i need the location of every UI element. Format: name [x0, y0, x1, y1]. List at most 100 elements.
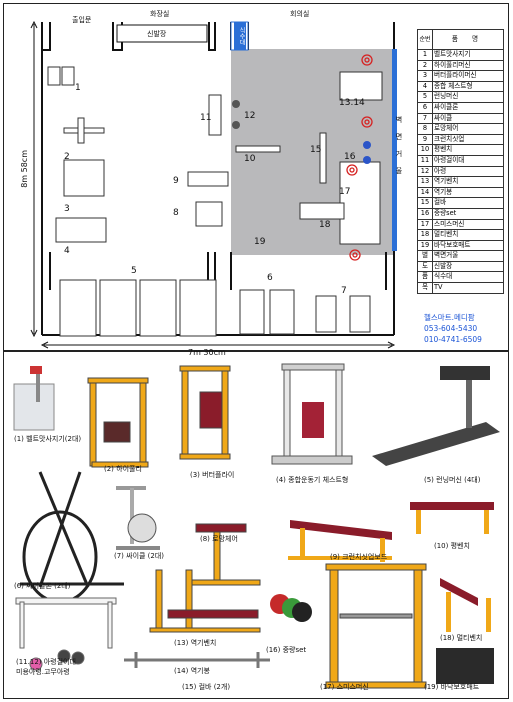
- equipment-catalog-illustrations: [13, 363, 500, 689]
- restroom-label: 화장실: [150, 10, 170, 18]
- legend-row-number: 품: [417, 271, 433, 284]
- water-dispenser-label: 식수대: [234, 22, 246, 50]
- caption-crunch-board: (9) 크런치싯업보드: [330, 553, 388, 561]
- legend-row-number: 7: [417, 112, 433, 125]
- legend-header-no: 순번: [417, 29, 433, 50]
- plan-num-10: 10: [244, 154, 256, 164]
- caption-treadmill: (5) 런닝머신 (4대): [424, 476, 481, 484]
- multi-bench-illustration: [440, 578, 491, 632]
- shoe-rack-label: 신발장: [147, 30, 167, 38]
- plan-num-1: 1: [75, 83, 81, 93]
- caption-dumbbells: 미용아령.고무아령: [16, 668, 70, 676]
- plan-num-17: 17: [339, 187, 351, 197]
- caption-dumbbell-rack: (11.12) 아령걸이대: [16, 658, 76, 666]
- belt-massager-illustration: [13, 366, 55, 431]
- width-dimension-label: 7m 30cm: [188, 348, 226, 357]
- legend-row-item: 싸이클: [432, 112, 504, 125]
- legend-row-item: 크런치싯업: [432, 133, 504, 146]
- plan-num-7: 7: [341, 286, 347, 296]
- legend-row-item: 아령걸이대: [432, 154, 504, 167]
- legend-row-item: 하이풀리머신: [432, 59, 504, 72]
- floor-mat-illustration: [436, 648, 494, 684]
- legend-row-number: 별: [417, 250, 433, 262]
- meeting-room-label: 회의실: [290, 10, 310, 18]
- phone-1: 053-604-5430: [424, 324, 478, 333]
- weight-bench-illustration: [149, 569, 261, 633]
- high-pulley-illustration: [87, 377, 149, 468]
- legend-row-number: 도: [417, 260, 433, 273]
- legend-row-number: 2: [417, 59, 433, 72]
- caption-chest-station: (4) 종합운동기 체스트형: [276, 476, 349, 484]
- caption-flat-bench: (10) 평벤치: [434, 542, 470, 550]
- legend-row-number: 15: [417, 197, 433, 209]
- plan-num-4: 4: [64, 246, 70, 256]
- legend-row-item: 싸이클론: [432, 101, 504, 114]
- plan-num-9: 9: [173, 176, 179, 186]
- barbell-illustration: [124, 652, 270, 668]
- legend-row-item: 벽면거울: [432, 250, 504, 262]
- legend-row-number: 16: [417, 207, 433, 220]
- cycle-illustration: [116, 486, 160, 550]
- legend-row-number: 11: [417, 154, 433, 167]
- dumbbell-rack-illustration: [15, 597, 117, 671]
- legend-row-item: 신발장: [432, 260, 504, 273]
- caption-multi-bench: (18) 멀티벤치: [440, 634, 483, 642]
- plan-num-2: 2: [64, 152, 70, 162]
- legend-row-number: 19: [417, 239, 433, 252]
- legend-row-number: 목: [417, 282, 433, 294]
- chest-station-illustration: [271, 363, 353, 465]
- legend-row-item: 컬바: [432, 197, 504, 209]
- legend-row-number: 1: [417, 49, 433, 61]
- height-dimension-label: 8m 58cm: [20, 150, 29, 188]
- mirror-wall-right: [392, 49, 397, 251]
- legend-header-item: 품 명: [432, 29, 504, 50]
- plan-num-18: 18: [319, 220, 331, 230]
- caption-weight-set: (16) 중량set: [266, 646, 307, 654]
- shoe-rack: [116, 24, 208, 43]
- caption-curl-bar: (15) 컬바 (2개): [182, 683, 231, 691]
- plan-num-12: 12: [244, 111, 256, 121]
- legend-row-item: 벨트맛사지기: [432, 49, 504, 61]
- entrance-label: 출입문: [72, 16, 92, 24]
- caption-roman-chair: (8) 로망체어: [200, 535, 238, 543]
- flat-bench-illustration: [410, 502, 494, 534]
- legend-row-number: 12: [417, 165, 433, 178]
- legend-row-item: 바닥보호매트: [432, 239, 504, 252]
- contact-info: 헬스마트.메디팜 053-604-5430 010-4741-6509: [424, 312, 482, 345]
- legend-row-number: 4: [417, 80, 433, 93]
- company-name: 헬스마트.메디팜: [424, 313, 475, 322]
- treadmill-illustration: [372, 366, 500, 466]
- legend-row-number: 6: [417, 101, 433, 114]
- legend-row-item: 종합 체스트형: [432, 80, 504, 93]
- legend-row-item: 역기벤치: [432, 176, 504, 188]
- dimension-lines: [30, 20, 396, 349]
- mirror-wall-label: 벽면거울: [395, 116, 403, 184]
- legend-row-item: 역기봉: [432, 186, 504, 199]
- equipment-marks: [47, 66, 383, 337]
- phone-2: 010-4741-6509: [424, 335, 482, 344]
- legend-row-number: 18: [417, 229, 433, 241]
- caption-smith-machine: (17) 스미스머신: [320, 683, 369, 691]
- legend-row-number: 14: [417, 186, 433, 199]
- smith-machine-illustration: [325, 563, 427, 689]
- caption-barbell: (14) 역기봉: [174, 667, 210, 675]
- caption-floor-mat: (19) 바닥보호매트: [424, 683, 480, 691]
- legend-row-item: 평벤치: [432, 144, 504, 156]
- legend-row-number: 3: [417, 70, 433, 82]
- caption-weight-bench: (13) 역기벤치: [174, 639, 217, 647]
- weight-set-illustration: [270, 594, 312, 622]
